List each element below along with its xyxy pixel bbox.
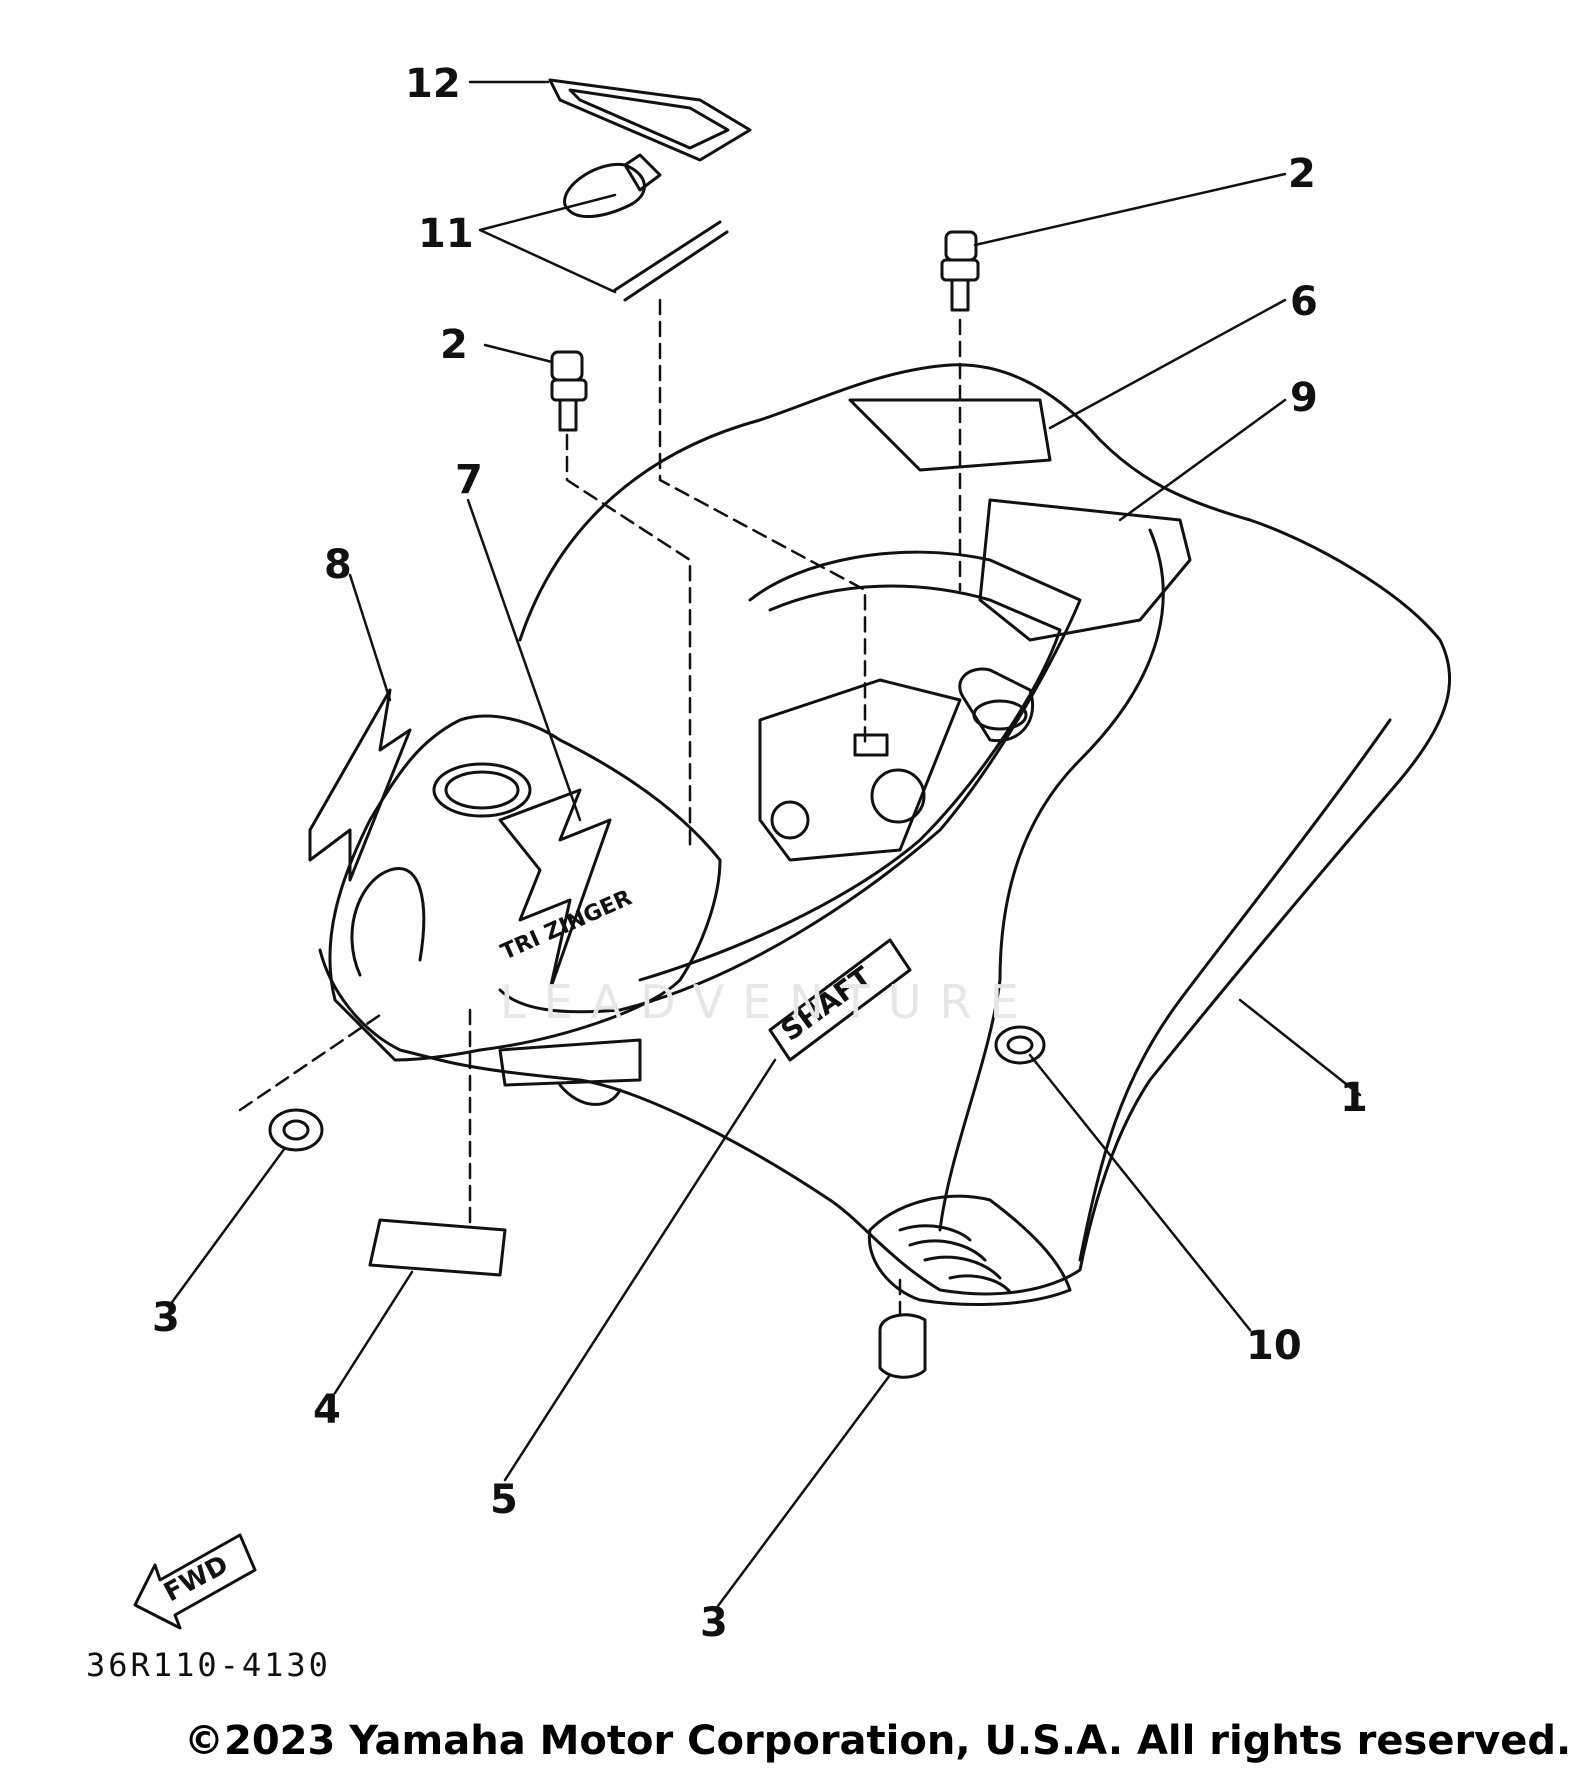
callout-6: 6 — [1290, 279, 1318, 325]
decal-tri-zinger: TRI ZINGER — [497, 886, 635, 966]
callout-9: 9 — [1290, 375, 1318, 421]
watermark: LEADVENTURE — [500, 975, 1037, 1029]
copyright-notice: ©2023 Yamaha Motor Corporation, U.S.A. A… — [184, 1718, 1571, 1764]
front-cowl — [328, 714, 722, 1062]
callout-7: 7 — [455, 457, 483, 503]
callout-8: 8 — [324, 542, 352, 588]
callout-1: 1 — [1340, 1075, 1368, 1121]
fender-body — [318, 363, 1452, 1296]
callout-2-left: 2 — [440, 322, 468, 368]
parts-diagram: SHAFT TRI ZINGER — [168, 78, 1452, 1612]
callout-3-left: 3 — [152, 1295, 180, 1341]
callout-5: 5 — [490, 1477, 518, 1523]
callout-2-right: 2 — [1288, 151, 1316, 197]
fwd-arrow-icon: FWD — [133, 1533, 257, 1630]
callout-12: 12 — [405, 61, 461, 107]
callout-10: 10 — [1246, 1323, 1302, 1369]
callout-11: 11 — [418, 211, 474, 257]
diagram-code: 36R110-4130 — [86, 1646, 331, 1684]
callout-4: 4 — [313, 1387, 341, 1433]
callout-3-bottom: 3 — [700, 1600, 728, 1646]
